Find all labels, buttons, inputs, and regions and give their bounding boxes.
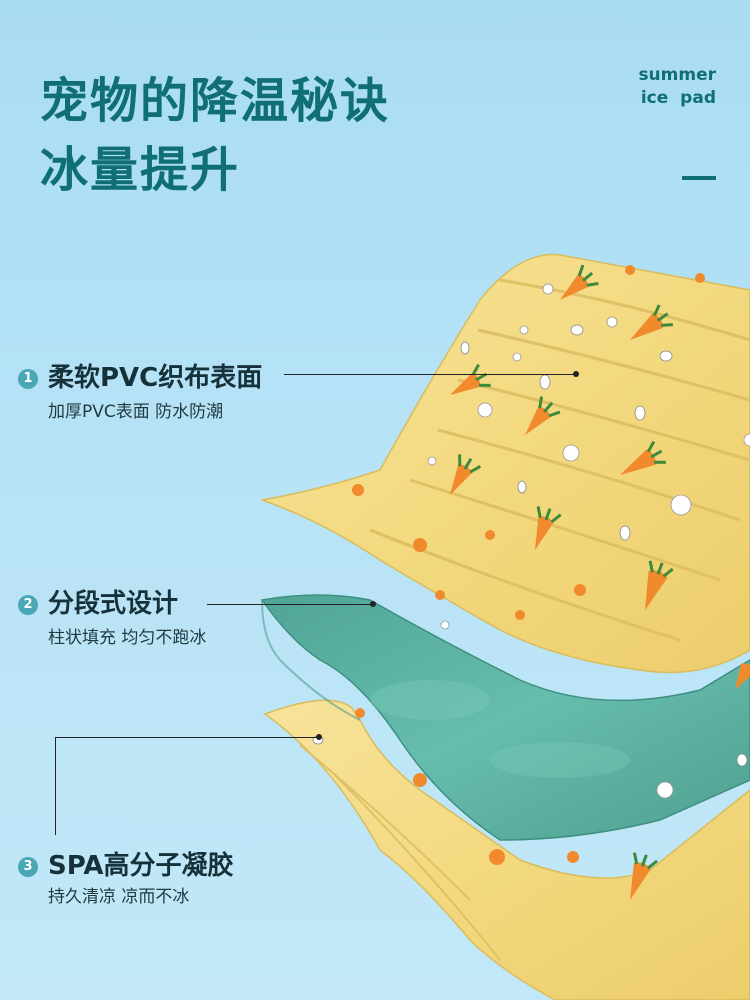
leader-line-gel-vertical (55, 737, 56, 835)
feature-subtitle-segmented: 柱状填充 均匀不跑冰 (48, 628, 207, 648)
gel-layer (260, 594, 750, 841)
feature-number-3: 3 (18, 857, 38, 877)
tagline-divider (682, 176, 716, 180)
page-title-line1: 宠物的降温秘诀 (40, 73, 391, 129)
leader-dot-gel (316, 734, 322, 740)
feature-number-1: 1 (18, 369, 38, 389)
leader-line-segmented (207, 604, 373, 605)
flower-icon (352, 265, 705, 865)
feature-subtitle-pvc: 加厚PVC表面 防水防潮 (48, 402, 224, 422)
feature-subtitle-gel: 持久清凉 凉而不冰 (48, 887, 190, 907)
tagline-line2: ice pad (640, 88, 716, 108)
carrot-icon (450, 264, 750, 900)
feature-title-segmented: 分段式设计 (48, 589, 179, 619)
page-title-line2: 冰量提升 (40, 142, 241, 198)
feature-title-pvc: 柔软PVC织布表面 (48, 363, 263, 393)
leader-line-gel (55, 737, 319, 738)
feature-number-2: 2 (18, 595, 38, 615)
bunny-icon (312, 324, 748, 767)
bottom-pad-layer (263, 699, 750, 1000)
leader-dot-pvc (573, 371, 579, 377)
leader-dot-segmented (370, 601, 376, 607)
tagline: summer ice pad (596, 64, 716, 110)
pvc-surface-layer (261, 253, 750, 674)
leader-line-pvc (284, 374, 576, 375)
feature-title-gel: SPA高分子凝胶 (48, 851, 234, 881)
flower-icon (427, 283, 750, 799)
tagline-line1: summer (638, 65, 716, 85)
